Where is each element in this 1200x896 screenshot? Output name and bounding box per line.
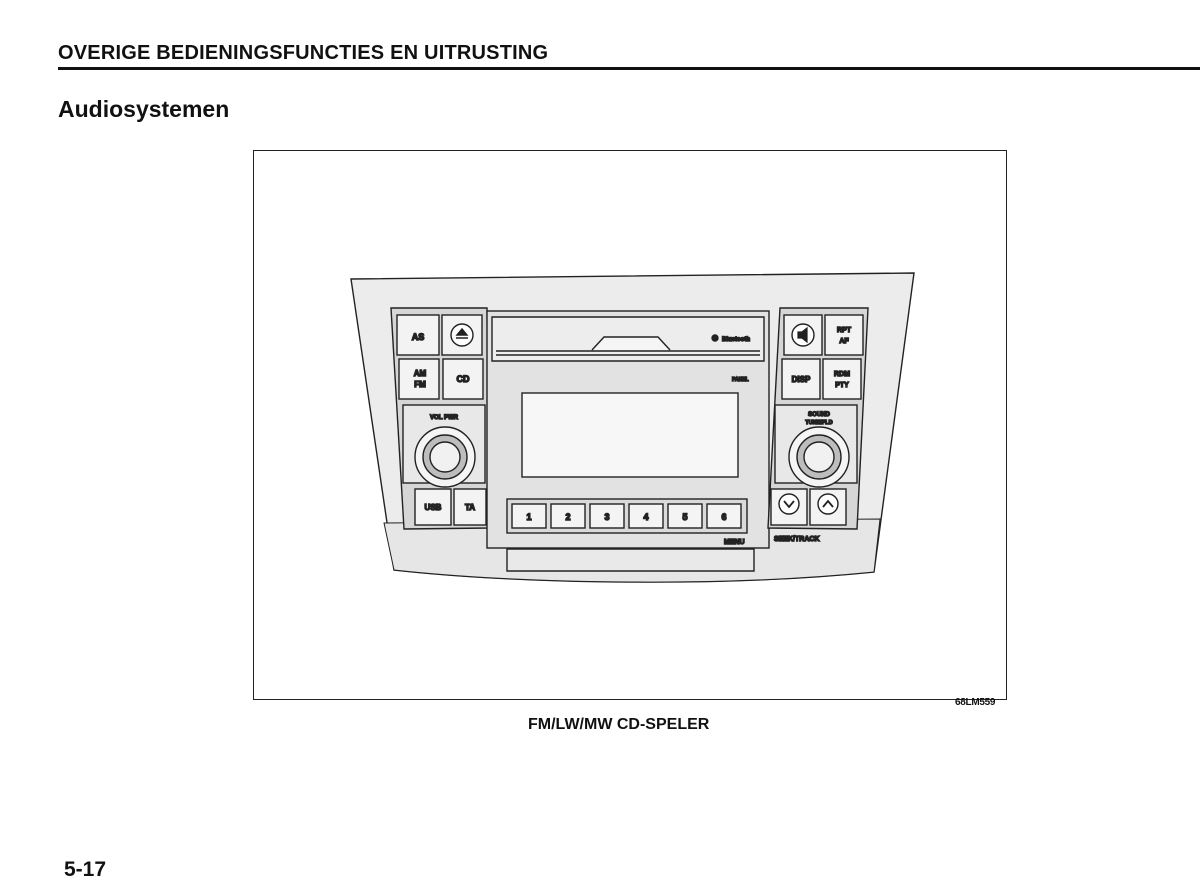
preset-label-2: 2 [565, 512, 570, 522]
page-number: 5-17 [64, 858, 107, 881]
rdm-label: RDM [834, 371, 850, 378]
rdm-pty-button[interactable] [822, 358, 862, 400]
preset-button-6[interactable] [706, 503, 742, 529]
display-screen [521, 392, 739, 478]
cd-button[interactable] [442, 358, 484, 400]
preset-label-6: 6 [721, 512, 726, 522]
am-fm-button[interactable] [398, 358, 440, 400]
as-button-label: AS [412, 332, 425, 342]
tune-fld-label: TUNE/FLD [805, 420, 832, 426]
section-header: OVERIGE BEDIENINGSFUNCTIES EN UITRUSTING [58, 42, 549, 64]
rpt-label: RPT [837, 327, 852, 334]
figure-frame: AS AM FM CD VOL PWR USB TA Bluetooth PAN… [253, 150, 1007, 700]
fm-label: FM [414, 380, 426, 389]
chevron-down-icon [778, 493, 800, 515]
seek-track-label: SEEK/TRACK [774, 536, 820, 543]
usb-button[interactable] [414, 488, 452, 526]
preset-label-4: 4 [643, 512, 648, 522]
panel-label: PANEL [732, 377, 749, 383]
vol-pwr-label: VOL PWR [430, 415, 459, 421]
disp-button[interactable] [781, 358, 821, 400]
preset-button-1[interactable] [511, 503, 547, 529]
chevron-up-icon [817, 493, 839, 515]
preset-label-1: 1 [526, 512, 531, 522]
menu-label: MENU [724, 539, 745, 546]
preset-label-3: 3 [604, 512, 609, 522]
af-label: AF [839, 338, 849, 345]
preset-button-2[interactable] [550, 503, 586, 529]
figure-code: 68LM559 [955, 697, 996, 708]
sound-label: SOUND [808, 412, 830, 418]
pty-label: PTY [835, 382, 849, 389]
ta-button[interactable] [453, 488, 487, 526]
usb-button-label: USB [425, 503, 442, 512]
radio-illustration: AS AM FM CD VOL PWR USB TA Bluetooth PAN… [350, 272, 915, 583]
preset-label-5: 5 [682, 512, 687, 522]
preset-button-4[interactable] [628, 503, 664, 529]
as-button[interactable] [396, 314, 440, 356]
ta-button-label: TA [465, 503, 475, 512]
bluetooth-icon [711, 334, 719, 342]
figure-caption: FM/LW/MW CD-SPELER [528, 716, 710, 733]
rpt-af-button[interactable] [824, 314, 864, 356]
cd-button-label: CD [457, 374, 470, 384]
am-label: AM [414, 369, 427, 378]
disp-button-label: DISP [792, 375, 811, 384]
header-rule [58, 67, 1200, 70]
bluetooth-label: Bluetooth [722, 337, 750, 343]
preset-button-5[interactable] [667, 503, 703, 529]
preset-button-3[interactable] [589, 503, 625, 529]
page-title: Audiosystemen [58, 96, 230, 122]
